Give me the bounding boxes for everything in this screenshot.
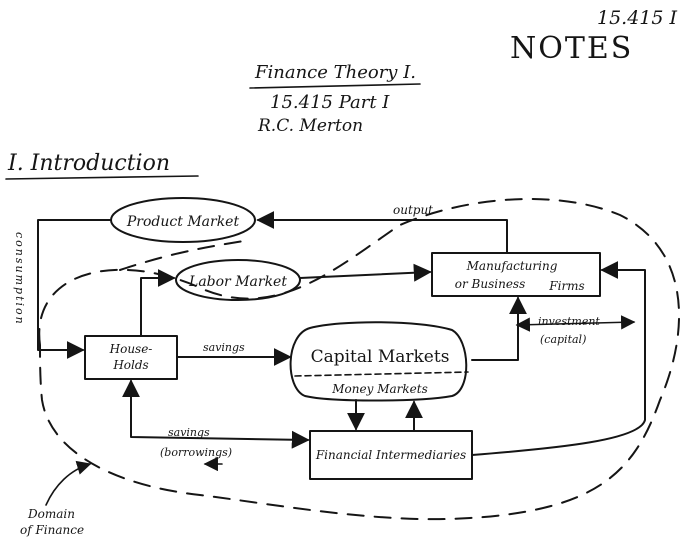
savings-lower-label: savings xyxy=(168,426,210,439)
households-label-2: Holds xyxy=(112,358,148,372)
domain-annotation-arrow xyxy=(45,460,92,506)
section-underline xyxy=(5,175,199,180)
domain-of-finance-boundary xyxy=(38,197,680,521)
money-markets-label: Money Markets xyxy=(331,382,427,396)
investment-label-1: investment xyxy=(538,315,600,328)
firms-label-1: Manufacturing xyxy=(466,259,558,273)
firms-node xyxy=(431,252,601,297)
domain-annotation-1: Domain xyxy=(27,507,75,521)
course-code: 15.415 I xyxy=(597,7,678,29)
capital-money-divider xyxy=(294,371,469,377)
consumption-label: consumption xyxy=(13,232,26,326)
borrowings-label: (borrowings) xyxy=(160,446,232,459)
edge-capital-firms xyxy=(471,296,527,361)
section-heading: I. Introduction xyxy=(7,151,170,176)
households-label-1: House- xyxy=(109,342,153,356)
financial-intermediaries-label: Financial Intermediaries xyxy=(315,448,466,462)
product-market-label: Product Market xyxy=(126,214,240,230)
edge-households-labor xyxy=(140,269,176,337)
edge-output xyxy=(256,211,508,254)
page-title: Finance Theory I. xyxy=(254,62,416,83)
investment-label-2: (capital) xyxy=(540,333,586,346)
edge-investment-arrow xyxy=(515,315,636,332)
edge-households-fi xyxy=(122,379,310,449)
edge-labor-firms xyxy=(299,263,432,282)
author: R.C. Merton xyxy=(257,116,363,136)
page-subtitle: 15.415 Part I xyxy=(270,92,390,113)
firms-label-2: or Business xyxy=(455,277,525,291)
title-underline xyxy=(249,83,421,89)
notes-title: NOTES xyxy=(510,31,633,66)
savings-label: savings xyxy=(203,341,245,354)
dashed-separator xyxy=(119,239,251,271)
labor-market-node xyxy=(175,259,301,301)
domain-annotation-2: of Finance xyxy=(20,523,84,537)
capital-markets-label: Capital Markets xyxy=(311,347,450,367)
labor-market-label: Labor Market xyxy=(188,274,287,290)
firms-label-3: Firms xyxy=(548,279,584,293)
consumption-label-group: consumption xyxy=(13,232,26,326)
output-label: output xyxy=(393,203,433,217)
edge-fi-firms xyxy=(471,261,646,456)
edge-consumption xyxy=(37,219,112,359)
